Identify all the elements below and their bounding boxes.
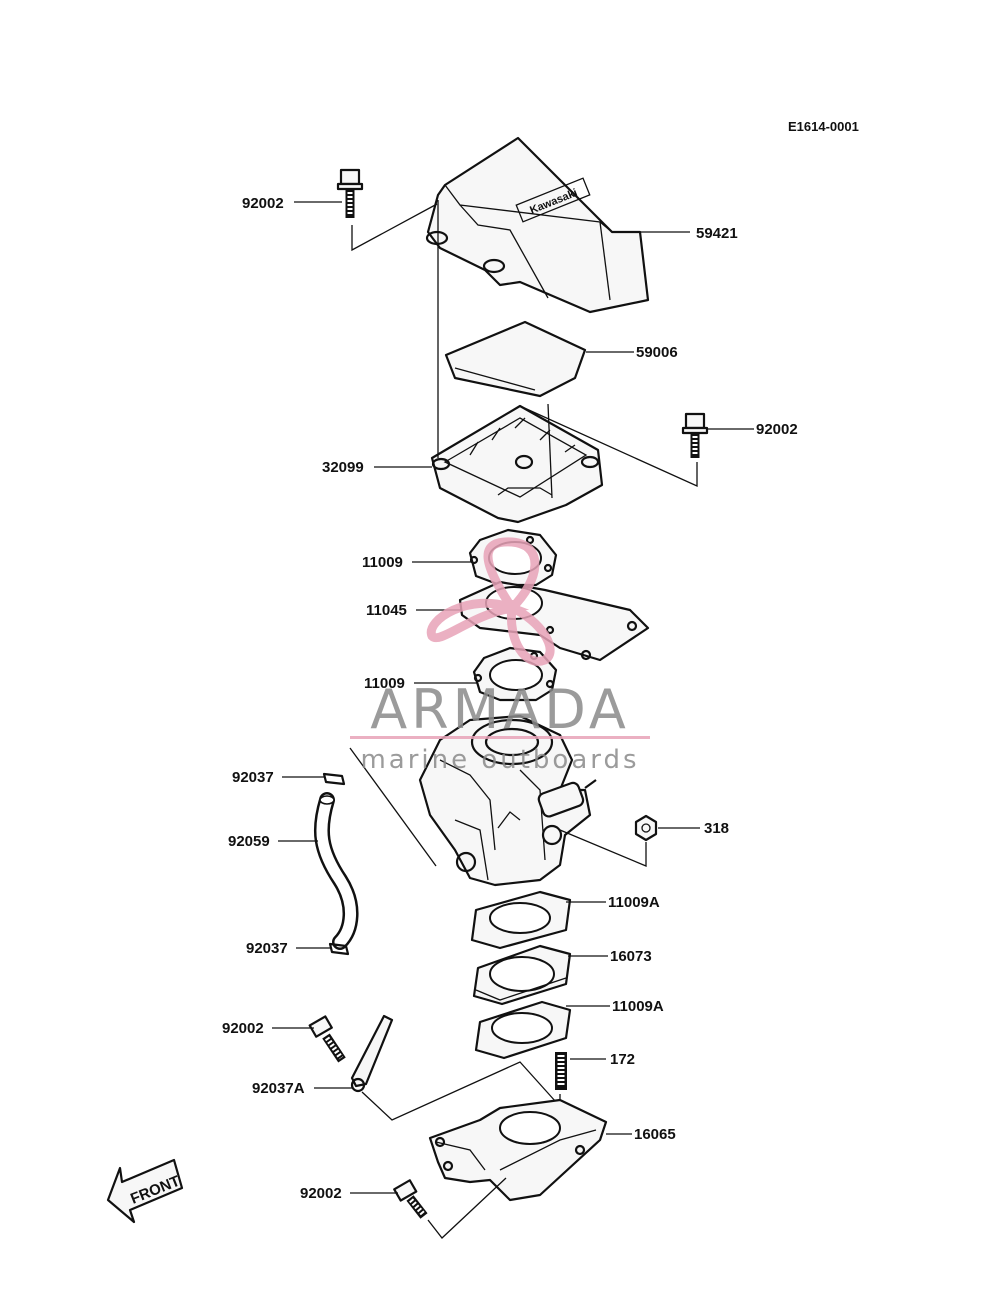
label-16065: 16065 (634, 1126, 676, 1143)
gasket-lower (472, 646, 558, 702)
label-92002-top: 92002 (242, 195, 284, 212)
bolt-lower-left (308, 1015, 346, 1063)
intake-manifold (428, 1098, 608, 1202)
bolt-right (681, 412, 709, 458)
front-arrow-icon: FRONT (106, 1158, 184, 1224)
flange-gasket-lower (474, 1000, 572, 1060)
label-92059: 92059 (228, 833, 270, 850)
hose-clamp-top (322, 772, 346, 786)
label-92037-top: 92037 (232, 769, 274, 786)
label-92037A: 92037A (252, 1080, 305, 1097)
label-92002-lower-left: 92002 (222, 1020, 264, 1037)
bolt-top-left (336, 168, 364, 218)
callouts: 59421 92002 59006 92002 32099 11009 1104… (222, 195, 798, 1202)
carburetor (418, 714, 597, 887)
insulator (472, 944, 572, 1006)
nut (634, 814, 658, 842)
label-11009-upper: 11009 (362, 554, 403, 571)
fuel-hose (313, 792, 359, 950)
label-172: 172 (610, 1051, 635, 1068)
label-318: 318 (704, 820, 729, 837)
label-59421: 59421 (696, 225, 738, 242)
bolt-bottom (393, 1179, 428, 1219)
label-92002-right: 92002 (756, 421, 798, 438)
watermark-brand: ARMADA (370, 678, 630, 741)
hose-clamp-bottom (328, 942, 350, 956)
label-92037-bottom: 92037 (246, 940, 288, 957)
label-32099: 32099 (322, 459, 364, 476)
label-16073: 16073 (610, 948, 652, 965)
label-11045: 11045 (366, 602, 407, 619)
air-cleaner-base (430, 404, 604, 524)
label-92002-bottom: 92002 (300, 1185, 342, 1202)
flange-gasket-upper (470, 890, 572, 950)
air-filter-element (444, 320, 587, 398)
label-11009-lower: 11009 (364, 675, 405, 692)
label-11009A-lower: 11009A (612, 998, 664, 1015)
label-59006: 59006 (636, 344, 678, 361)
diagram-code: E1614-0001 (788, 119, 859, 134)
watermark-rule (350, 736, 650, 739)
watermark: ARMADA marine outboards (350, 537, 650, 775)
propeller-logo-icon (426, 537, 555, 666)
watermark-tagline: marine outboards (360, 745, 639, 775)
air-cleaner-cover: Kawasaki (425, 136, 650, 314)
cable-clamp (350, 1014, 394, 1093)
label-11009A-upper: 11009A (608, 894, 660, 911)
